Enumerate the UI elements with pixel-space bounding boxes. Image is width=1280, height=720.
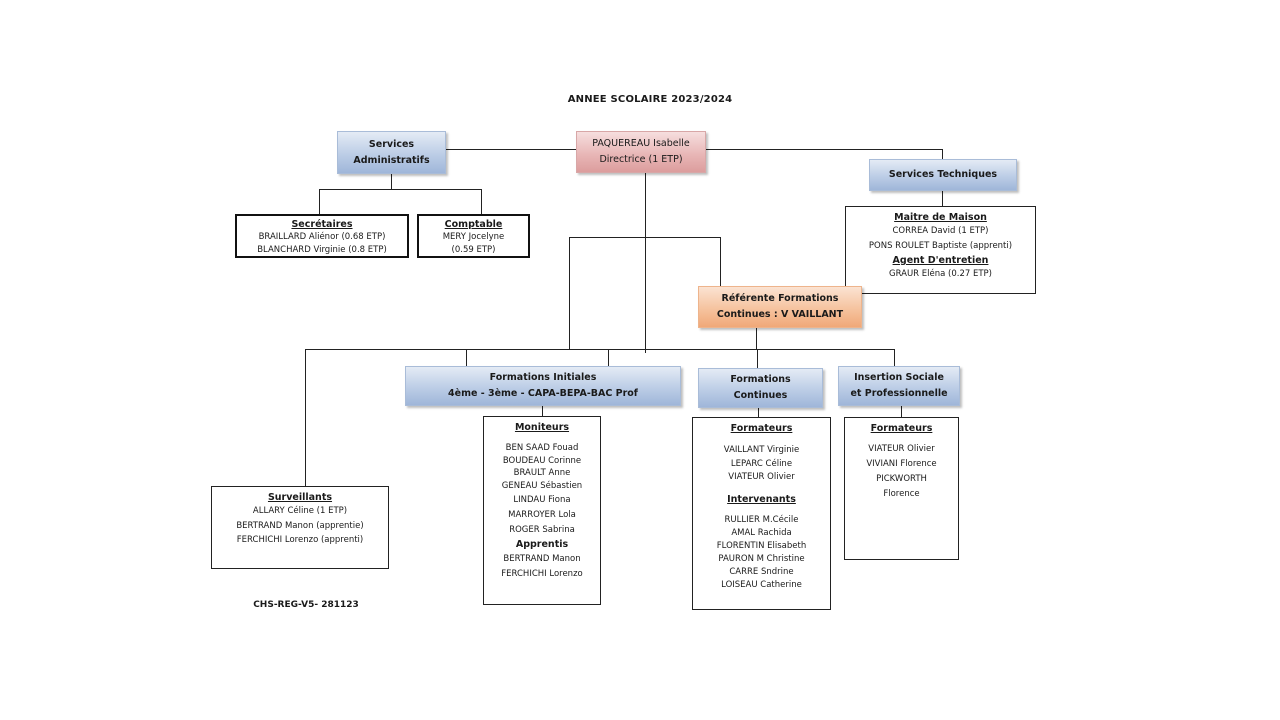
formations-initiales-label-1: Formations Initiales — [489, 372, 597, 383]
intervenant-member: FLORENTIN Elisabeth — [716, 541, 807, 551]
fc-formateur-member: VAILLANT Virginie — [723, 445, 800, 455]
referente-label-1: Référente Formations — [721, 293, 839, 304]
services-administratifs-label-1: Services — [368, 138, 415, 150]
connector-director-trunk — [645, 173, 646, 353]
surveillant-member: BERTRAND Manon (apprentie) — [236, 520, 364, 531]
connector-tech-box — [942, 191, 943, 206]
surveillant-member: FERCHICHI Lorenzo (apprenti) — [236, 535, 364, 545]
services-administratifs-label-2: Administratifs — [353, 154, 430, 166]
surveillants-box: Surveillants ALLARY Céline (1 ETP) BERTR… — [211, 486, 389, 569]
connector-moniteurs — [542, 406, 543, 416]
formations-continues-label-2: Continues — [733, 390, 788, 401]
intervenant-member: RULLIER M.Cécile — [724, 515, 799, 525]
comptable-member: MERY Jocelyne — [442, 232, 505, 242]
connector-fi-left — [466, 349, 467, 366]
connector-referente — [720, 237, 721, 286]
secretaire-member: BRAILLARD Aliénor (0.68 ETP) — [258, 232, 386, 242]
maitre-de-maison-member: CORREA David (1 ETP) — [892, 226, 989, 236]
moniteur-member: BRAULT Anne — [513, 468, 571, 478]
fc-formateurs-header: Formateurs — [730, 423, 793, 434]
connector-admin-down — [391, 174, 392, 189]
intervenant-member: AMAL Rachida — [731, 528, 792, 538]
connector-bracket-left — [569, 237, 570, 350]
connector-director-admin — [446, 149, 576, 150]
surveillant-member: ALLARY Céline (1 ETP) — [252, 506, 348, 516]
formations-continues-label-1: Formations — [730, 374, 791, 385]
apprentis-header: Apprentis — [515, 539, 569, 550]
services-techniques-node[interactable]: Services Techniques — [869, 159, 1017, 191]
connector-admin-split — [319, 189, 482, 190]
connector-tech-down — [942, 149, 943, 159]
moniteur-member: LINDAU Fiona — [513, 495, 571, 505]
formations-continues-box: Formateurs VAILLANT Virginie LEPARC Céli… — [692, 417, 831, 610]
fc-formateur-member: LEPARC Céline — [730, 459, 793, 469]
secretaire-member: BLANCHARD Virginie (0.8 ETP) — [257, 244, 387, 255]
connector-surveillants — [305, 349, 306, 486]
director-name: PAQUEREAU Isabelle — [592, 138, 690, 149]
moniteurs-box: Moniteurs BEN SAAD Fouad BOUDEAU Corinne… — [483, 416, 601, 605]
insertion-label-2: et Professionnelle — [850, 388, 948, 399]
chart-title: ANNEE SCOLAIRE 2023/2024 — [567, 94, 733, 105]
document-reference: CHS-REG-V5- 281123 — [253, 600, 359, 610]
insertion-node[interactable]: Insertion Sociale et Professionnelle — [838, 366, 960, 406]
insertion-formateurs-header: Formateurs — [870, 423, 933, 434]
insertion-box: Formateurs VIATEUR Olivier VIVIANI Flore… — [844, 417, 959, 560]
connector-fc — [757, 349, 758, 368]
connector-referente-bracket — [569, 237, 721, 238]
director-node[interactable]: PAQUEREAU Isabelle Directrice (1 ETP) — [576, 131, 706, 173]
insertion-formateur-member: PICKWORTH — [876, 474, 927, 484]
insertion-formateur-member: VIVIANI Florence — [866, 459, 937, 469]
comptable-header: Comptable — [444, 219, 503, 230]
formations-initiales-label-2: 4ème - 3ème - CAPA-BEPA-BAC Prof — [448, 388, 638, 399]
moniteur-member: BOUDEAU Corinne — [502, 455, 582, 466]
moniteur-member: BEN SAAD Fouad — [505, 443, 579, 453]
surveillants-header: Surveillants — [267, 492, 333, 503]
director-role: Directrice (1 ETP) — [599, 154, 683, 165]
moniteur-member: GENEAU Sébastien — [501, 480, 583, 491]
intervenant-member: CARRE Sndrine — [729, 567, 794, 577]
connector-fc-box — [758, 408, 759, 417]
comptable-member: (0.59 ETP) — [451, 244, 496, 255]
maitre-de-maison-member: PONS ROULET Baptiste (apprenti) — [868, 241, 1013, 251]
insertion-label-1: Insertion Sociale — [854, 372, 944, 383]
connector-insertion — [894, 349, 895, 366]
secretaires-header: Secrétaires — [291, 219, 353, 230]
referente-formations-node[interactable]: Référente Formations Continues : V VAILL… — [698, 286, 862, 328]
fc-formateur-member: VIATEUR Olivier — [728, 472, 795, 482]
apprenti-member: FERCHICHI Lorenzo — [501, 569, 583, 579]
comptable-box: Comptable MERY Jocelyne (0.59 ETP) — [417, 214, 530, 258]
connector-secretaires — [319, 189, 320, 214]
connector-referente-bus — [756, 328, 757, 350]
connector-comptable — [481, 189, 482, 214]
moniteur-member: ROGER Sabrina — [509, 525, 575, 535]
connector-insertion-box — [901, 406, 902, 417]
secretaires-box: Secrétaires BRAILLARD Aliénor (0.68 ETP)… — [235, 214, 409, 258]
connector-fi-right — [608, 349, 609, 366]
agent-entretien-header: Agent D'entretien — [892, 255, 989, 266]
moniteur-member: MARROYER Lola — [508, 510, 576, 520]
connector-main-bus — [305, 349, 895, 350]
connector-director-tech — [706, 149, 943, 150]
agent-entretien-member: GRAUR Eléna (0.27 ETP) — [888, 269, 992, 279]
services-techniques-box: Maitre de Maison CORREA David (1 ETP) PO… — [845, 206, 1036, 294]
formations-initiales-node[interactable]: Formations Initiales 4ème - 3ème - CAPA-… — [405, 366, 681, 406]
insertion-formateur-member: Florence — [883, 489, 920, 499]
services-techniques-label: Services Techniques — [888, 169, 998, 180]
moniteurs-header: Moniteurs — [514, 422, 570, 433]
intervenants-header: Intervenants — [727, 494, 796, 505]
apprenti-member: BERTRAND Manon — [503, 554, 581, 564]
referente-label-2: Continues : V VAILLANT — [716, 309, 844, 320]
intervenant-member: PAURON M Christine — [718, 554, 805, 564]
maitre-de-maison-header: Maitre de Maison — [894, 212, 987, 223]
insertion-formateur-member: VIATEUR Olivier — [868, 444, 935, 454]
intervenant-member: LOISEAU Catherine — [721, 580, 802, 590]
services-administratifs-node[interactable]: Services Administratifs — [337, 131, 446, 174]
formations-continues-node[interactable]: Formations Continues — [698, 368, 823, 408]
